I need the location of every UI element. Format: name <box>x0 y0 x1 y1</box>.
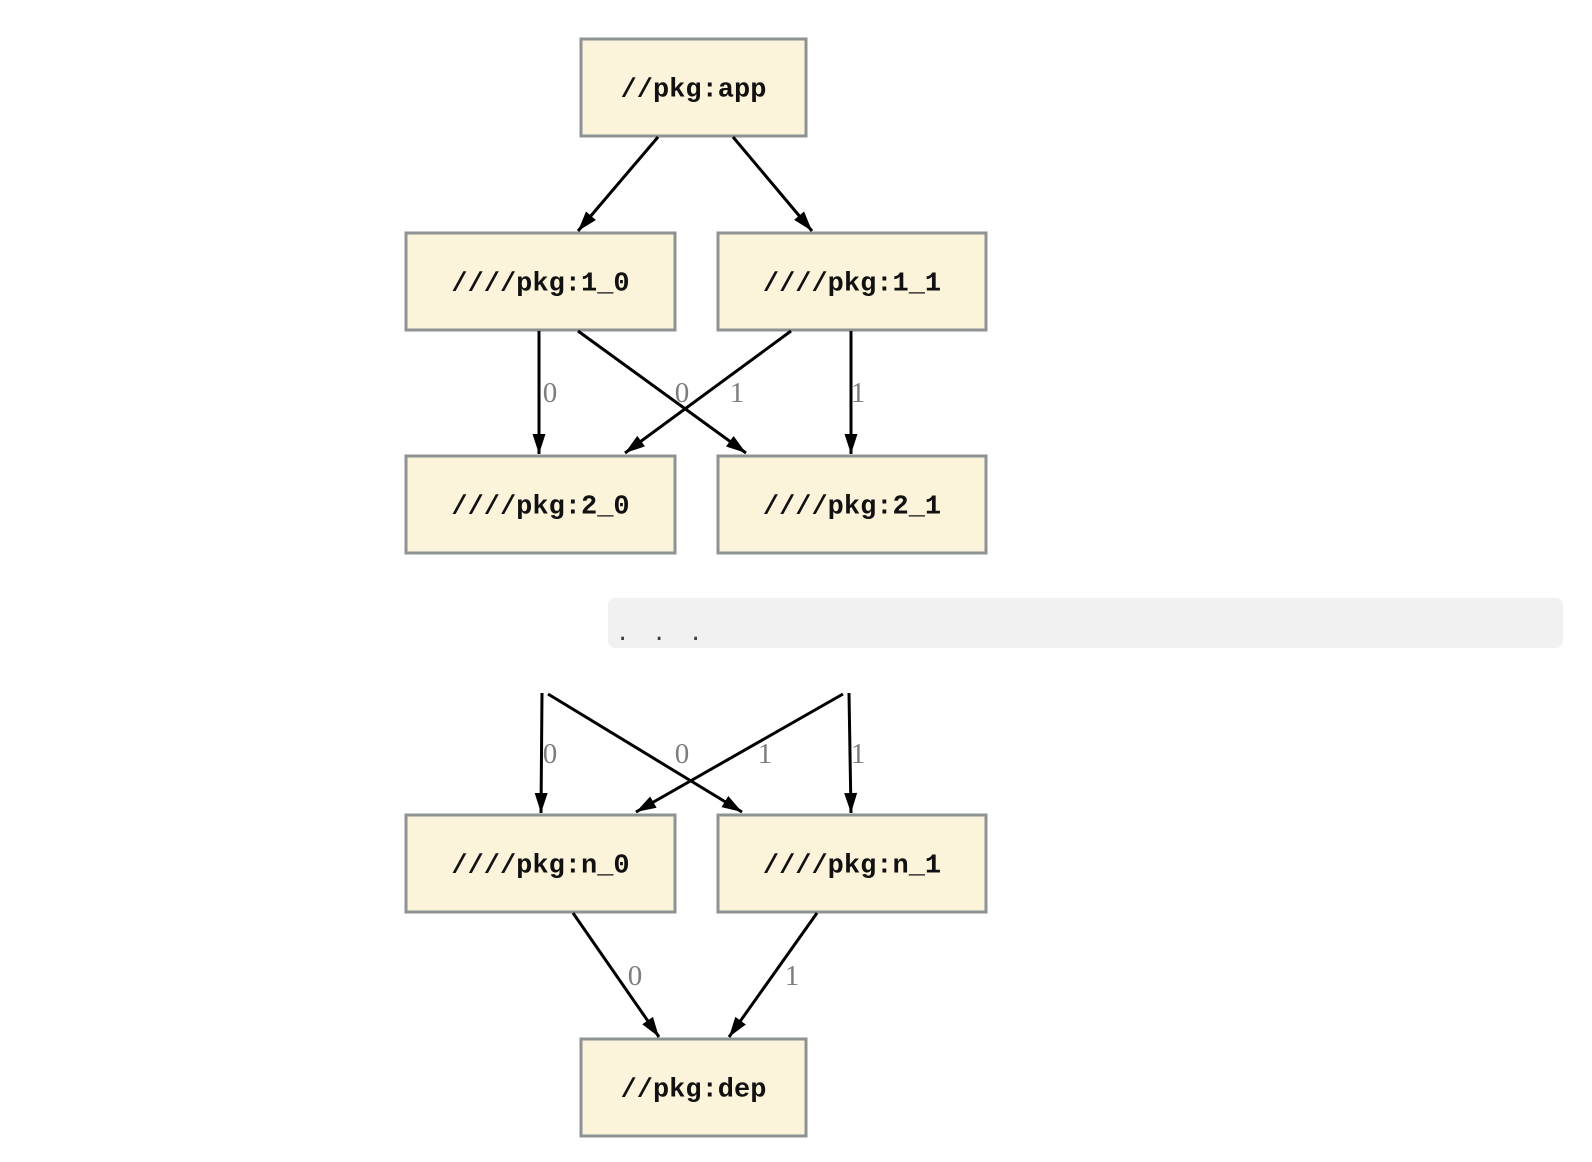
node-label-n_0: ////pkg:n_0 <box>451 852 629 882</box>
edge-label-ellipsis-to-n_1: 1 <box>758 738 773 770</box>
edge-label-1_0-to-2_0: 0 <box>543 377 558 409</box>
node-box-2_1 <box>716 454 988 555</box>
edge-ellipsis-to-n_1 <box>547 692 743 814</box>
edge-ellipsis-to-n_1 <box>844 692 858 814</box>
node-label-dep: //pkg:dep <box>621 1076 767 1106</box>
node-label-2_1: ////pkg:2_1 <box>763 493 941 523</box>
node-box-1_0 <box>404 231 677 332</box>
edge-app-to-1_1 <box>731 136 814 232</box>
node-label-1_0: ////pkg:1_0 <box>451 270 629 300</box>
edge-app-to-1_0 <box>576 136 660 232</box>
ellipsis-band <box>608 598 1563 648</box>
edge-label-n_1-to-dep: 1 <box>785 960 800 992</box>
edge-label-ellipsis-to-n_1: 1 <box>851 738 866 770</box>
node-label-1_1: ////pkg:1_1 <box>763 270 941 300</box>
edge-n_1-to-dep <box>727 912 819 1038</box>
node-box-n_1 <box>716 813 988 914</box>
edge-ellipsis-to-n_0 <box>534 692 548 814</box>
edge-ellipsis-to-n_0 <box>635 692 844 814</box>
edge-label-ellipsis-to-n_0: 0 <box>675 738 690 770</box>
node-box-1_1 <box>716 231 988 332</box>
node-label-2_0: ////pkg:2_0 <box>451 493 629 523</box>
edge-label-1_1-to-2_1: 1 <box>851 377 866 409</box>
node-label-n_1: ////pkg:n_1 <box>763 852 941 882</box>
node-box-n_0 <box>404 813 677 914</box>
node-box-dep <box>579 1037 808 1138</box>
edge-label-1_0-to-2_1: 1 <box>730 377 745 409</box>
edge-label-1_1-to-2_0: 0 <box>675 377 690 409</box>
edge-1_1-to-2_0 <box>624 329 792 455</box>
node-label-app: //pkg:app <box>621 76 767 106</box>
edge-1_0-to-2_1 <box>577 329 747 455</box>
edge-label-n_0-to-dep: 0 <box>628 960 643 992</box>
edge-label-ellipsis-to-n_0: 0 <box>543 738 558 770</box>
node-box-app <box>579 37 808 138</box>
node-box-2_0 <box>404 454 677 555</box>
edge-n_0-to-dep <box>571 912 661 1038</box>
ellipsis-dots-label: . . . <box>616 621 707 646</box>
